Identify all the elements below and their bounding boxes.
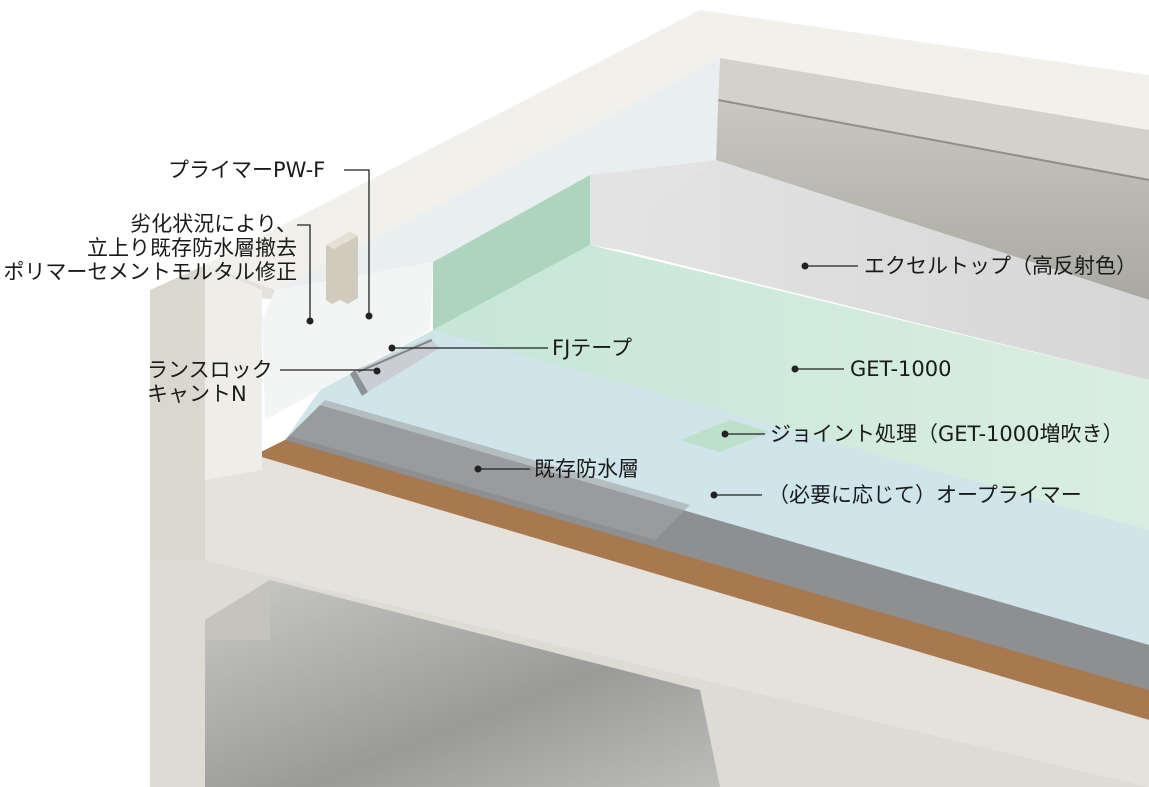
label-degradation: 劣化状況により、 立上り既存防水層撤去 ポリマーセメントモルタル修正 [3, 212, 297, 284]
primer-field [285, 330, 1149, 645]
label-degradation-line2: 立上り既存防水層撤去 [87, 236, 297, 260]
get1000-field [430, 245, 1149, 530]
left-upstand [262, 58, 720, 420]
label-o-primer: （必要に応じて）オープライマー [768, 483, 1082, 507]
left-parapet-front [150, 265, 262, 560]
get-upstand-panel [433, 175, 590, 330]
label-degradation-line3: ポリマーセメントモルタル修正 [3, 260, 297, 284]
substrate-strip [245, 440, 1149, 720]
label-lanslock-line2: キャントN [147, 382, 247, 406]
mortar-block [326, 232, 358, 304]
label-joint: ジョイント処理（GET-1000増吹き） [770, 422, 1124, 446]
lanslock-cant [350, 338, 440, 396]
leader-lines [280, 169, 858, 496]
excel-top-field [590, 160, 1149, 380]
label-fj-tape: FJテープ [552, 336, 633, 360]
label-get1000: GET-1000 [850, 357, 952, 381]
label-lanslock-line1: ランスロック [147, 358, 273, 382]
label-existing: 既存防水層 [534, 457, 639, 481]
parapet-inner-face [716, 58, 1149, 300]
label-primer-pwf: プライマーPW-F [168, 158, 326, 182]
label-lanslock: ランスロック キャントN [147, 358, 273, 406]
leader-dots [306, 262, 809, 499]
beam-opening [150, 560, 1149, 787]
slab-front-edge [205, 455, 1149, 787]
label-degradation-line1: 劣化状況により、 [130, 212, 297, 236]
label-excel-top: エクセルトップ（高反射色） [864, 254, 1137, 278]
